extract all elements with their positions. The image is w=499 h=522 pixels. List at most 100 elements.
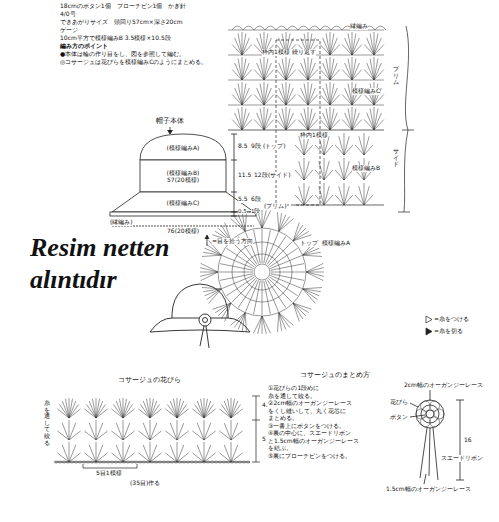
chain-stitch (66, 461, 70, 463)
ribbons (420, 428, 438, 480)
pattern-label: 8.5 (238, 143, 248, 150)
stitch-stroke (200, 399, 204, 418)
stitch-stroke (323, 88, 330, 105)
edge-scallop (254, 26, 265, 30)
dimension-tick (456, 480, 464, 481)
pattern-label: 9段 (251, 143, 261, 150)
side-region (140, 160, 226, 192)
chain-stitch (214, 461, 218, 463)
stitch-stroke (231, 420, 232, 440)
stitch-stroke (364, 145, 373, 155)
arrow-head (205, 235, 209, 239)
stitch-stroke (264, 120, 274, 130)
stitch-stroke (242, 57, 243, 80)
chain-stitch (170, 461, 174, 463)
edge-scallop (375, 26, 386, 30)
stitch-stroke (301, 88, 308, 105)
stitch-stroke (330, 82, 331, 105)
stitch-stroke (269, 248, 297, 267)
chain-stitch (238, 461, 242, 463)
stitch-stroke (235, 88, 242, 105)
chain-stitch (146, 461, 150, 463)
stitch-stroke (242, 120, 252, 130)
stitch-stroke (308, 57, 309, 80)
hat-illustration (150, 284, 250, 348)
stitch-stroke (224, 445, 231, 462)
stitch-stroke (286, 120, 296, 130)
stitch-stroke (267, 236, 286, 264)
stitch-stroke (231, 453, 243, 462)
stitch-stroke (89, 423, 96, 440)
chain-stitch (194, 461, 198, 463)
stitch-stroke (143, 401, 150, 418)
stitch-stroke (224, 401, 231, 418)
chain-stitch (54, 461, 58, 463)
stitch-stroke (304, 195, 313, 205)
row-line (294, 205, 384, 206)
chart-frame (228, 26, 414, 212)
corsage (199, 314, 211, 326)
leader-line (410, 415, 425, 417)
chain-stitch (178, 461, 182, 463)
chain-stitch (162, 461, 166, 463)
stitch-stroke (352, 70, 362, 80)
stitch-stroke (222, 256, 253, 269)
chain-stitch (62, 461, 66, 463)
watermark: alıntıdır (30, 266, 117, 295)
stitch-stroke (197, 445, 204, 462)
stitch-stroke (150, 453, 162, 462)
chain-stitch (226, 461, 230, 463)
stitch-stroke (339, 186, 344, 205)
pattern-label: コサージュの花びら (118, 377, 181, 385)
stitch-stroke (326, 34, 330, 55)
chain-stitch (186, 461, 190, 463)
chain-stitch (142, 461, 146, 463)
edge-scallop (298, 26, 309, 30)
stitch-stroke (304, 109, 308, 130)
stitch-stroke (303, 288, 322, 289)
chain-stitch (154, 461, 158, 463)
stitch-stroke (339, 161, 344, 180)
stitch-stroke (323, 63, 330, 80)
vertical-label: サイド (393, 148, 399, 168)
stitch-stroke (352, 32, 353, 55)
pattern-label: スエードリボン (441, 455, 483, 462)
pattern-label: をくし縫いして、丸く花芯に (268, 408, 346, 415)
stitch-stroke (257, 63, 264, 80)
leader-line (410, 403, 418, 407)
vertical-label: 糸を通して絞る (44, 400, 50, 446)
pattern-label: 模様編みC (352, 88, 380, 95)
stitch-stroke (279, 63, 286, 80)
stitch-stroke (204, 442, 205, 462)
stitch-stroke (374, 107, 375, 130)
pattern-label: 模様編みB (352, 165, 380, 172)
stitch-stroke (242, 82, 243, 105)
stitch-stroke (246, 280, 259, 311)
edge-scallop (265, 26, 276, 30)
pattern-label: を結ぶ。 (268, 445, 292, 452)
stitch-stroke (344, 145, 353, 155)
pattern-label: 5目1模様 (96, 470, 122, 477)
stitch-stroke (242, 45, 252, 55)
stitch-stroke (364, 133, 365, 155)
stitch-stroke (173, 399, 177, 418)
chain-stitch (130, 461, 134, 463)
stitch-stroke (177, 420, 178, 440)
stitch-stroke (330, 95, 340, 105)
profile-tick (398, 212, 410, 213)
stitch-stroke (200, 268, 218, 272)
chain-stitch (190, 461, 194, 463)
stitch-stroke (231, 219, 246, 232)
stitch-stroke (271, 264, 304, 271)
profile-tick (402, 130, 414, 131)
stitch-stroke (245, 313, 246, 332)
chain-stitch (78, 461, 82, 463)
stitch-stroke (303, 289, 321, 292)
stitch-stroke (286, 88, 293, 105)
stitch-stroke (286, 63, 293, 80)
stitch-stroke (264, 281, 271, 314)
stitch-stroke (286, 95, 296, 105)
chain-stitch (94, 461, 98, 463)
stitch-stroke (339, 136, 344, 155)
stitch-stroke (352, 45, 362, 55)
